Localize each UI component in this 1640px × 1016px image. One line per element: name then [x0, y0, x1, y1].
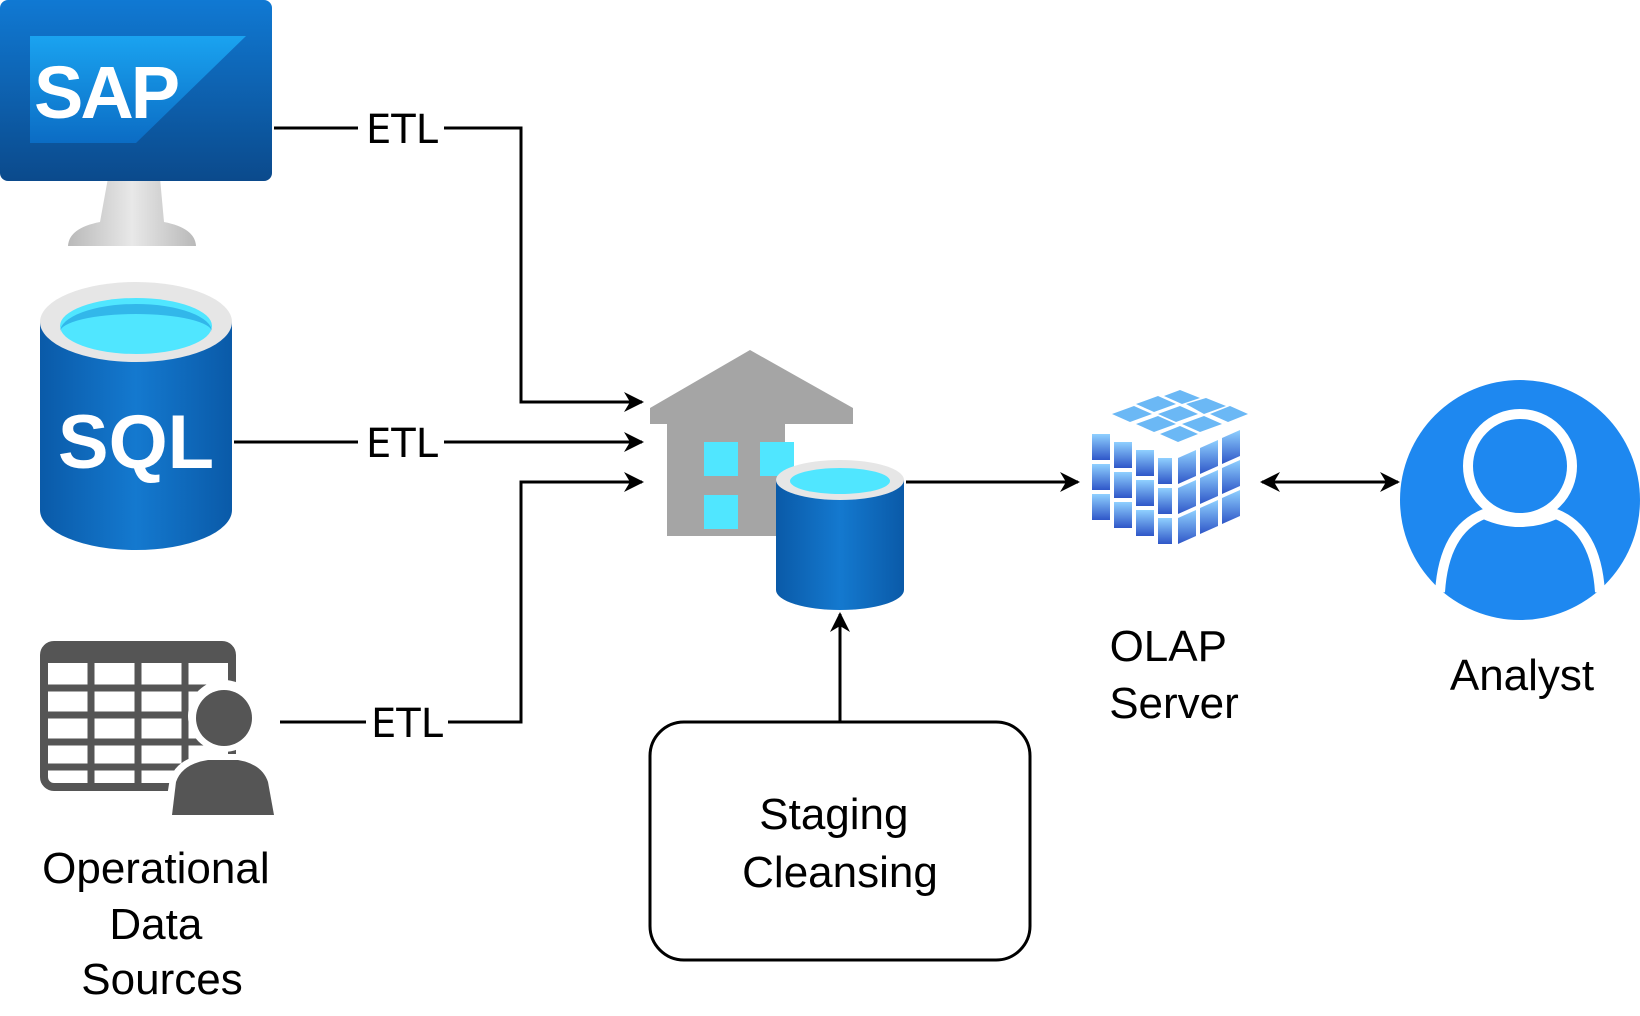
operational-label-line: Data: [109, 900, 202, 949]
analyst-node: Analyst: [1400, 380, 1640, 700]
user-avatar-icon: [1400, 380, 1640, 620]
sap-logo-text: SAP: [34, 51, 178, 134]
etl-edge-ops: ETL: [280, 472, 644, 747]
analyst-label: Analyst: [1450, 651, 1594, 700]
monitor-sap-icon: SAP: [0, 0, 272, 246]
table-user-icon: [40, 641, 280, 815]
operational-label-line: Operational: [42, 844, 269, 893]
operational-label-line: Sources: [81, 955, 242, 1004]
data-warehouse-icon: [650, 350, 904, 610]
etl-edge-sap: ETL: [274, 107, 644, 412]
staging-label-line: Cleansing: [742, 848, 938, 897]
sql-logo-text: SQL: [58, 400, 214, 485]
staging-label-line: Staging: [759, 790, 908, 839]
olap-label-line: Server: [1109, 679, 1239, 728]
staging-label: Staging Cleansing: [742, 790, 938, 897]
sql-database-icon: SQL: [40, 282, 232, 550]
etl-label-ops: ETL: [371, 701, 444, 747]
operational-label: Operational Data Sources: [42, 844, 282, 1004]
olap-node: OLAP Server: [1092, 390, 1250, 728]
warehouse-node: [650, 350, 904, 610]
olap-label: OLAP Server: [1109, 622, 1239, 728]
olap-label-line: OLAP: [1110, 622, 1227, 671]
sql-node: SQL: [40, 282, 232, 550]
olap-cube-icon: [1092, 390, 1250, 566]
sap-node: SAP: [0, 0, 272, 246]
etl-edge-sql: ETL: [234, 421, 644, 467]
staging-node: Staging Cleansing: [648, 612, 1032, 962]
operational-node: Operational Data Sources: [40, 641, 282, 1004]
etl-label-sql: ETL: [366, 421, 439, 467]
etl-label-sap: ETL: [366, 107, 439, 153]
staging-box: [648, 720, 1032, 962]
